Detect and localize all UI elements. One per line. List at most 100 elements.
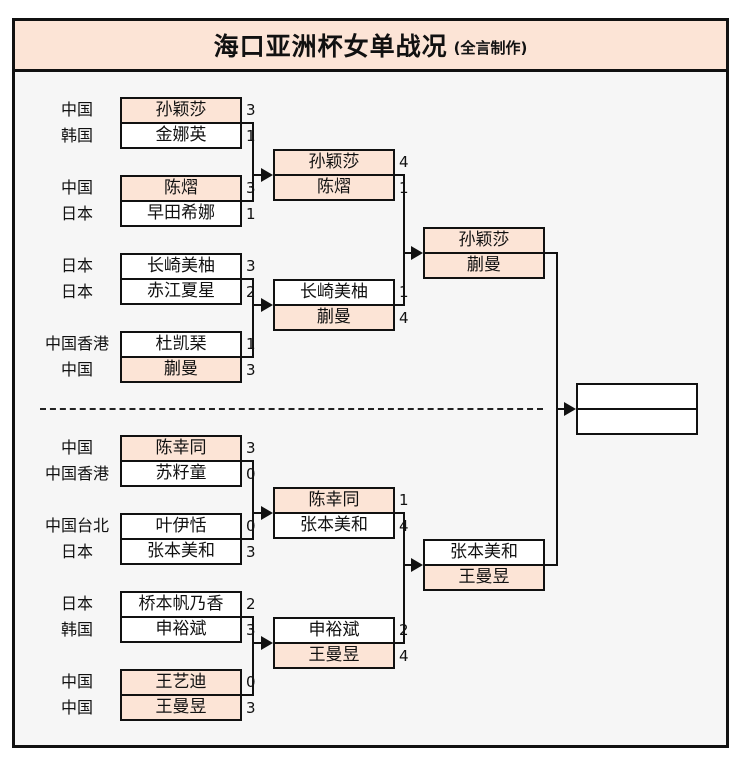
player-cell: 孙颖莎: [122, 99, 240, 124]
arrow-icon: [564, 402, 576, 416]
arrow-icon: [411, 558, 423, 572]
bracket-connector-line: [238, 278, 254, 280]
country-column: 日本 日本: [34, 253, 120, 305]
score-column: 2 3: [242, 591, 260, 643]
score-label: 0: [246, 673, 256, 691]
player-cell: [578, 410, 696, 433]
page-title-credit: (全言制作): [453, 39, 528, 57]
bracket-connector-line: [391, 512, 405, 514]
match-box: 陈幸同 苏籽童: [120, 435, 242, 487]
bracket-connector-line: [403, 174, 405, 306]
bracket-connector-line: [238, 694, 254, 696]
player-cell: 张本美和: [122, 540, 240, 563]
score-column: 1 4: [395, 487, 413, 539]
match-box: 孙颖莎 蒯曼: [423, 227, 545, 279]
round1-match-6: 中国台北 日本 叶伊恬 张本美和 0 3: [34, 513, 260, 565]
country-label: 日本: [60, 282, 93, 301]
bracket-connector-line: [252, 304, 263, 306]
country-column: 中国 韩国: [34, 97, 120, 149]
score-label: 3: [246, 699, 256, 717]
arrow-icon: [261, 506, 273, 520]
half-divider-dashed-line: [40, 408, 543, 410]
player-cell: [578, 385, 696, 410]
bracket-connector-line: [252, 174, 263, 176]
round1-match-2: 中国 日本 陈熠 早田希娜 3 1: [34, 175, 260, 227]
country-label: 韩国: [60, 620, 93, 639]
score-label: 3: [246, 543, 256, 561]
round1-match-5: 中国 中国香港 陈幸同 苏籽童 3 0: [34, 435, 260, 487]
score-label: 3: [246, 439, 256, 457]
player-cell: 早田希娜: [122, 202, 240, 225]
quarterfinal-match-2: 长崎美柚 蒯曼 1 4: [273, 279, 413, 331]
player-cell: 苏籽童: [122, 462, 240, 485]
player-cell: 张本美和: [275, 514, 393, 537]
score-label: 0: [246, 465, 256, 483]
player-cell: 申裕斌: [122, 618, 240, 641]
match-box: 陈熠 早田希娜: [120, 175, 242, 227]
player-cell: 王艺迪: [122, 671, 240, 696]
quarterfinal-match-1: 孙颖莎 陈熠 4 1: [273, 149, 413, 201]
score-label: 2: [246, 595, 256, 613]
round1-match-8: 中国 中国 王艺迪 王曼昱 0 3: [34, 669, 260, 721]
score-label: 3: [246, 179, 256, 197]
score-column: 3 0: [242, 435, 260, 487]
score-column: 3 1: [242, 175, 260, 227]
match-box: 桥本帆乃香 申裕斌: [120, 591, 242, 643]
score-label: 2: [246, 283, 256, 301]
country-label: 日本: [60, 256, 93, 275]
title-bar: 海口亚洲杯女单战况 (全言制作): [12, 18, 729, 72]
player-cell: 杜凯琹: [122, 333, 240, 358]
match-box: 王艺迪 王曼昱: [120, 669, 242, 721]
bracket-connector-line: [541, 252, 558, 254]
score-label: 3: [246, 621, 256, 639]
match-box: 长崎美柚 蒯曼: [273, 279, 395, 331]
country-column: 中国香港 中国: [34, 331, 120, 383]
player-cell: 王曼昱: [425, 566, 543, 589]
player-cell: 申裕斌: [275, 619, 393, 644]
player-cell: 金娜英: [122, 124, 240, 147]
score-label: 4: [399, 153, 409, 171]
final-match: [576, 383, 698, 435]
round1-match-1: 中国 韩国 孙颖莎 金娜英 3 1: [34, 97, 260, 149]
player-cell: 叶伊恬: [122, 515, 240, 540]
country-label: 中国: [60, 438, 93, 457]
country-label: 中国: [60, 100, 93, 119]
player-cell: 陈幸同: [275, 489, 393, 514]
country-label: 日本: [60, 542, 93, 561]
country-column: 中国 中国: [34, 669, 120, 721]
country-column: 日本 韩国: [34, 591, 120, 643]
country-label: 日本: [60, 594, 93, 613]
semifinal-match-2: 张本美和 王曼昱: [423, 539, 545, 591]
score-label: 3: [246, 101, 256, 119]
arrow-icon: [261, 636, 273, 650]
quarterfinal-match-4: 申裕斌 王曼昱 2 4: [273, 617, 413, 669]
match-box: 张本美和 王曼昱: [423, 539, 545, 591]
score-label: 3: [246, 361, 256, 379]
score-label: 0: [246, 517, 256, 535]
match-box: [576, 383, 698, 435]
score-label: 4: [399, 647, 409, 665]
bracket-connector-line: [252, 642, 263, 644]
bracket-connector-line: [238, 356, 254, 358]
player-cell: 桥本帆乃香: [122, 593, 240, 618]
country-column: 中国 中国香港: [34, 435, 120, 487]
bracket-connector-line: [391, 642, 405, 644]
score-label: 1: [246, 205, 256, 223]
bracket-connector-line: [252, 616, 254, 696]
country-label: 日本: [60, 204, 93, 223]
bracket-connector-line: [252, 512, 263, 514]
player-cell: 孙颖莎: [425, 229, 543, 254]
match-box: 长崎美柚 赤江夏星: [120, 253, 242, 305]
country-label: 中国: [60, 360, 93, 379]
country-label: 中国: [60, 698, 93, 717]
player-cell: 长崎美柚: [275, 281, 393, 306]
match-box: 陈幸同 张本美和: [273, 487, 395, 539]
country-column: 中国 日本: [34, 175, 120, 227]
round1-match-7: 日本 韩国 桥本帆乃香 申裕斌 2 3: [34, 591, 260, 643]
match-box: 孙颖莎 陈熠: [273, 149, 395, 201]
match-box: 叶伊恬 张本美和: [120, 513, 242, 565]
score-label: 1: [246, 335, 256, 353]
bracket-connector-line: [238, 616, 254, 618]
score-column: 4 1: [395, 149, 413, 201]
